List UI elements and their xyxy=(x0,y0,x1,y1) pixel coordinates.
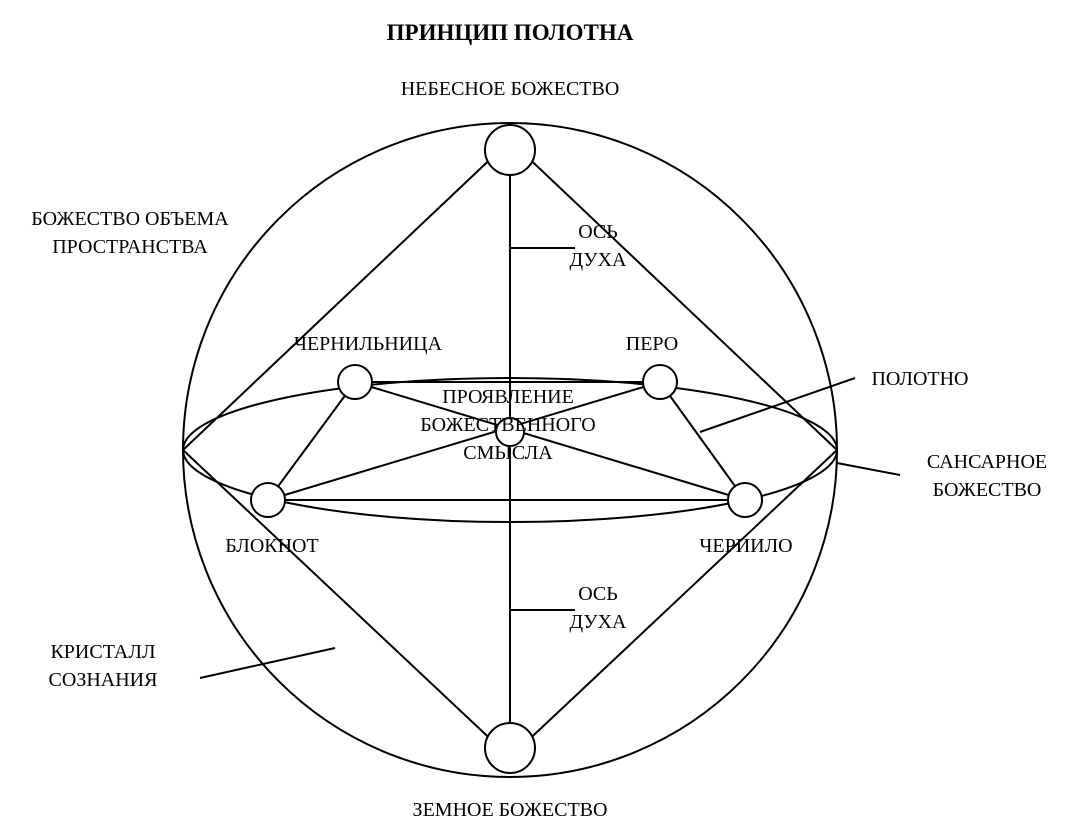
label-canvas: ПОЛОТНО xyxy=(871,368,968,390)
label-ink: ЧЕРИИЛО xyxy=(699,535,792,557)
samsaric-leader xyxy=(836,462,901,476)
crystal-edge-top-left xyxy=(182,149,501,451)
label-heavenly-deity: НЕБЕСНОЕ БОЖЕСТВО xyxy=(401,78,620,100)
label-inkwell: ЧЕРНИЛЬНИЦА xyxy=(294,333,443,355)
label-manifestation-3: СМЫСЛА xyxy=(463,442,553,464)
label-pen: ПЕРО xyxy=(626,333,678,355)
label-crystal-1: КРИСТАЛЛ xyxy=(50,641,155,663)
label-manifestation-1: ПРОЯВЛЕНИЕ xyxy=(442,386,574,408)
label-space-volume-deity-2: ПРОСТРАНСТВА xyxy=(52,236,208,258)
label-spirit-axis-top-1: ОСЬ xyxy=(578,221,618,243)
diagram-title: ПРИНЦИП ПОЛОТНА xyxy=(387,20,634,45)
label-samsaric-deity-1: САНСАРНОЕ xyxy=(927,451,1047,473)
crystal-edge-bottom-right xyxy=(519,449,838,749)
center-node xyxy=(495,417,525,447)
label-manifestation-2: БОЖЕСТВЕННОГО xyxy=(420,414,595,436)
crystal-edge-bottom-left xyxy=(182,449,501,749)
inkwell-node xyxy=(337,364,373,400)
label-crystal-2: СОЗНАНИЯ xyxy=(49,669,158,691)
quad-right-edge xyxy=(659,381,746,501)
label-spirit-axis-bottom-2: ДУХА xyxy=(570,611,627,633)
label-spirit-axis-top-2: ДУХА xyxy=(570,249,627,271)
notebook-node xyxy=(250,482,286,518)
label-spirit-axis-bottom-1: ОСЬ xyxy=(578,583,618,605)
crystal-leader xyxy=(199,647,336,679)
canvas-leader xyxy=(699,377,856,433)
quad-left-edge xyxy=(267,381,356,501)
ink-node xyxy=(727,482,763,518)
heavenly-deity-node xyxy=(484,124,536,176)
crystal-edge-top-right xyxy=(519,149,838,451)
quad-diagonal-2 xyxy=(267,381,661,501)
label-earthly-deity: ЗЕМНОЕ БОЖЕСТВО xyxy=(413,799,608,821)
label-notebook: БЛОКНОТ xyxy=(225,535,318,557)
pen-node xyxy=(642,364,678,400)
quad-diagonal-1 xyxy=(354,381,746,501)
label-samsaric-deity-2: БОЖЕСТВО xyxy=(933,479,1042,501)
label-space-volume-deity-1: БОЖЕСТВО ОБЪЕМА xyxy=(31,208,229,230)
earthly-deity-node xyxy=(484,722,536,774)
